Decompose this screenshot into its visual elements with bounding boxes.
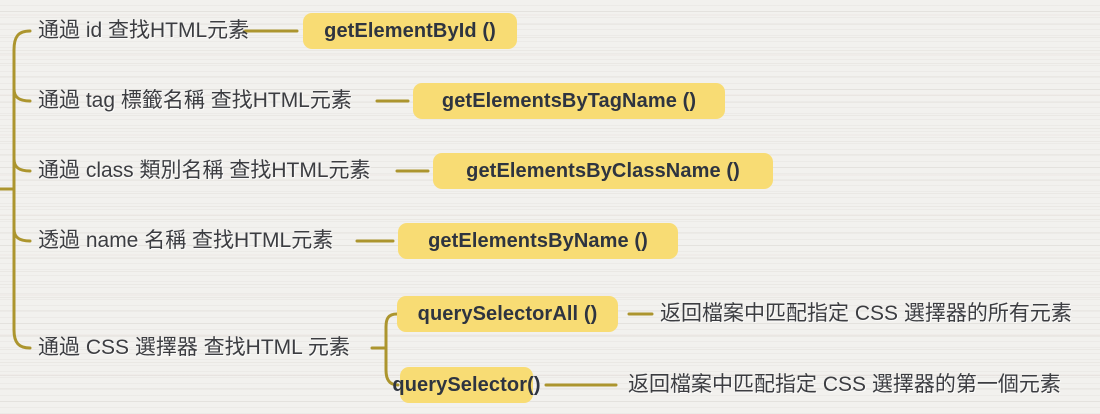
description-queryselector[interactable]: 返回檔案中匹配指定 CSS 選擇器的第一個元素 [628, 373, 1061, 396]
method-node-queryselector[interactable]: querySelector() [392, 367, 541, 403]
topic-find-by-name[interactable]: 透過 name 名稱 查找HTML元素 [38, 229, 334, 252]
branch-line-tag [12, 87, 32, 103]
branch-line-name [12, 227, 32, 243]
trunk-line [12, 29, 32, 350]
topic-find-by-class[interactable]: 通過 class 類別名稱 查找HTML元素 [38, 159, 371, 182]
topic-find-by-tag[interactable]: 通過 tag 標籤名稱 查找HTML元素 [38, 89, 352, 112]
topic-find-by-id[interactable]: 通過 id 查找HTML元素 [38, 19, 250, 42]
method-node-queryselectorall[interactable]: querySelectorAll () [397, 296, 618, 332]
description-queryselectorall[interactable]: 返回檔案中匹配指定 CSS 選擇器的所有元素 [660, 302, 1072, 325]
method-node-getelementsbyclassname[interactable]: getElementsByClassName () [433, 153, 773, 189]
method-node-getelementbyid[interactable]: getElementById () [303, 13, 517, 49]
topic-find-by-css-selector[interactable]: 通過 CSS 選擇器 查找HTML 元素 [38, 336, 350, 359]
method-node-getelementsbyname[interactable]: getElementsByName () [398, 223, 678, 259]
method-node-getelementsbytagname[interactable]: getElementsByTagName () [413, 83, 725, 119]
branch-line-class [12, 157, 32, 173]
